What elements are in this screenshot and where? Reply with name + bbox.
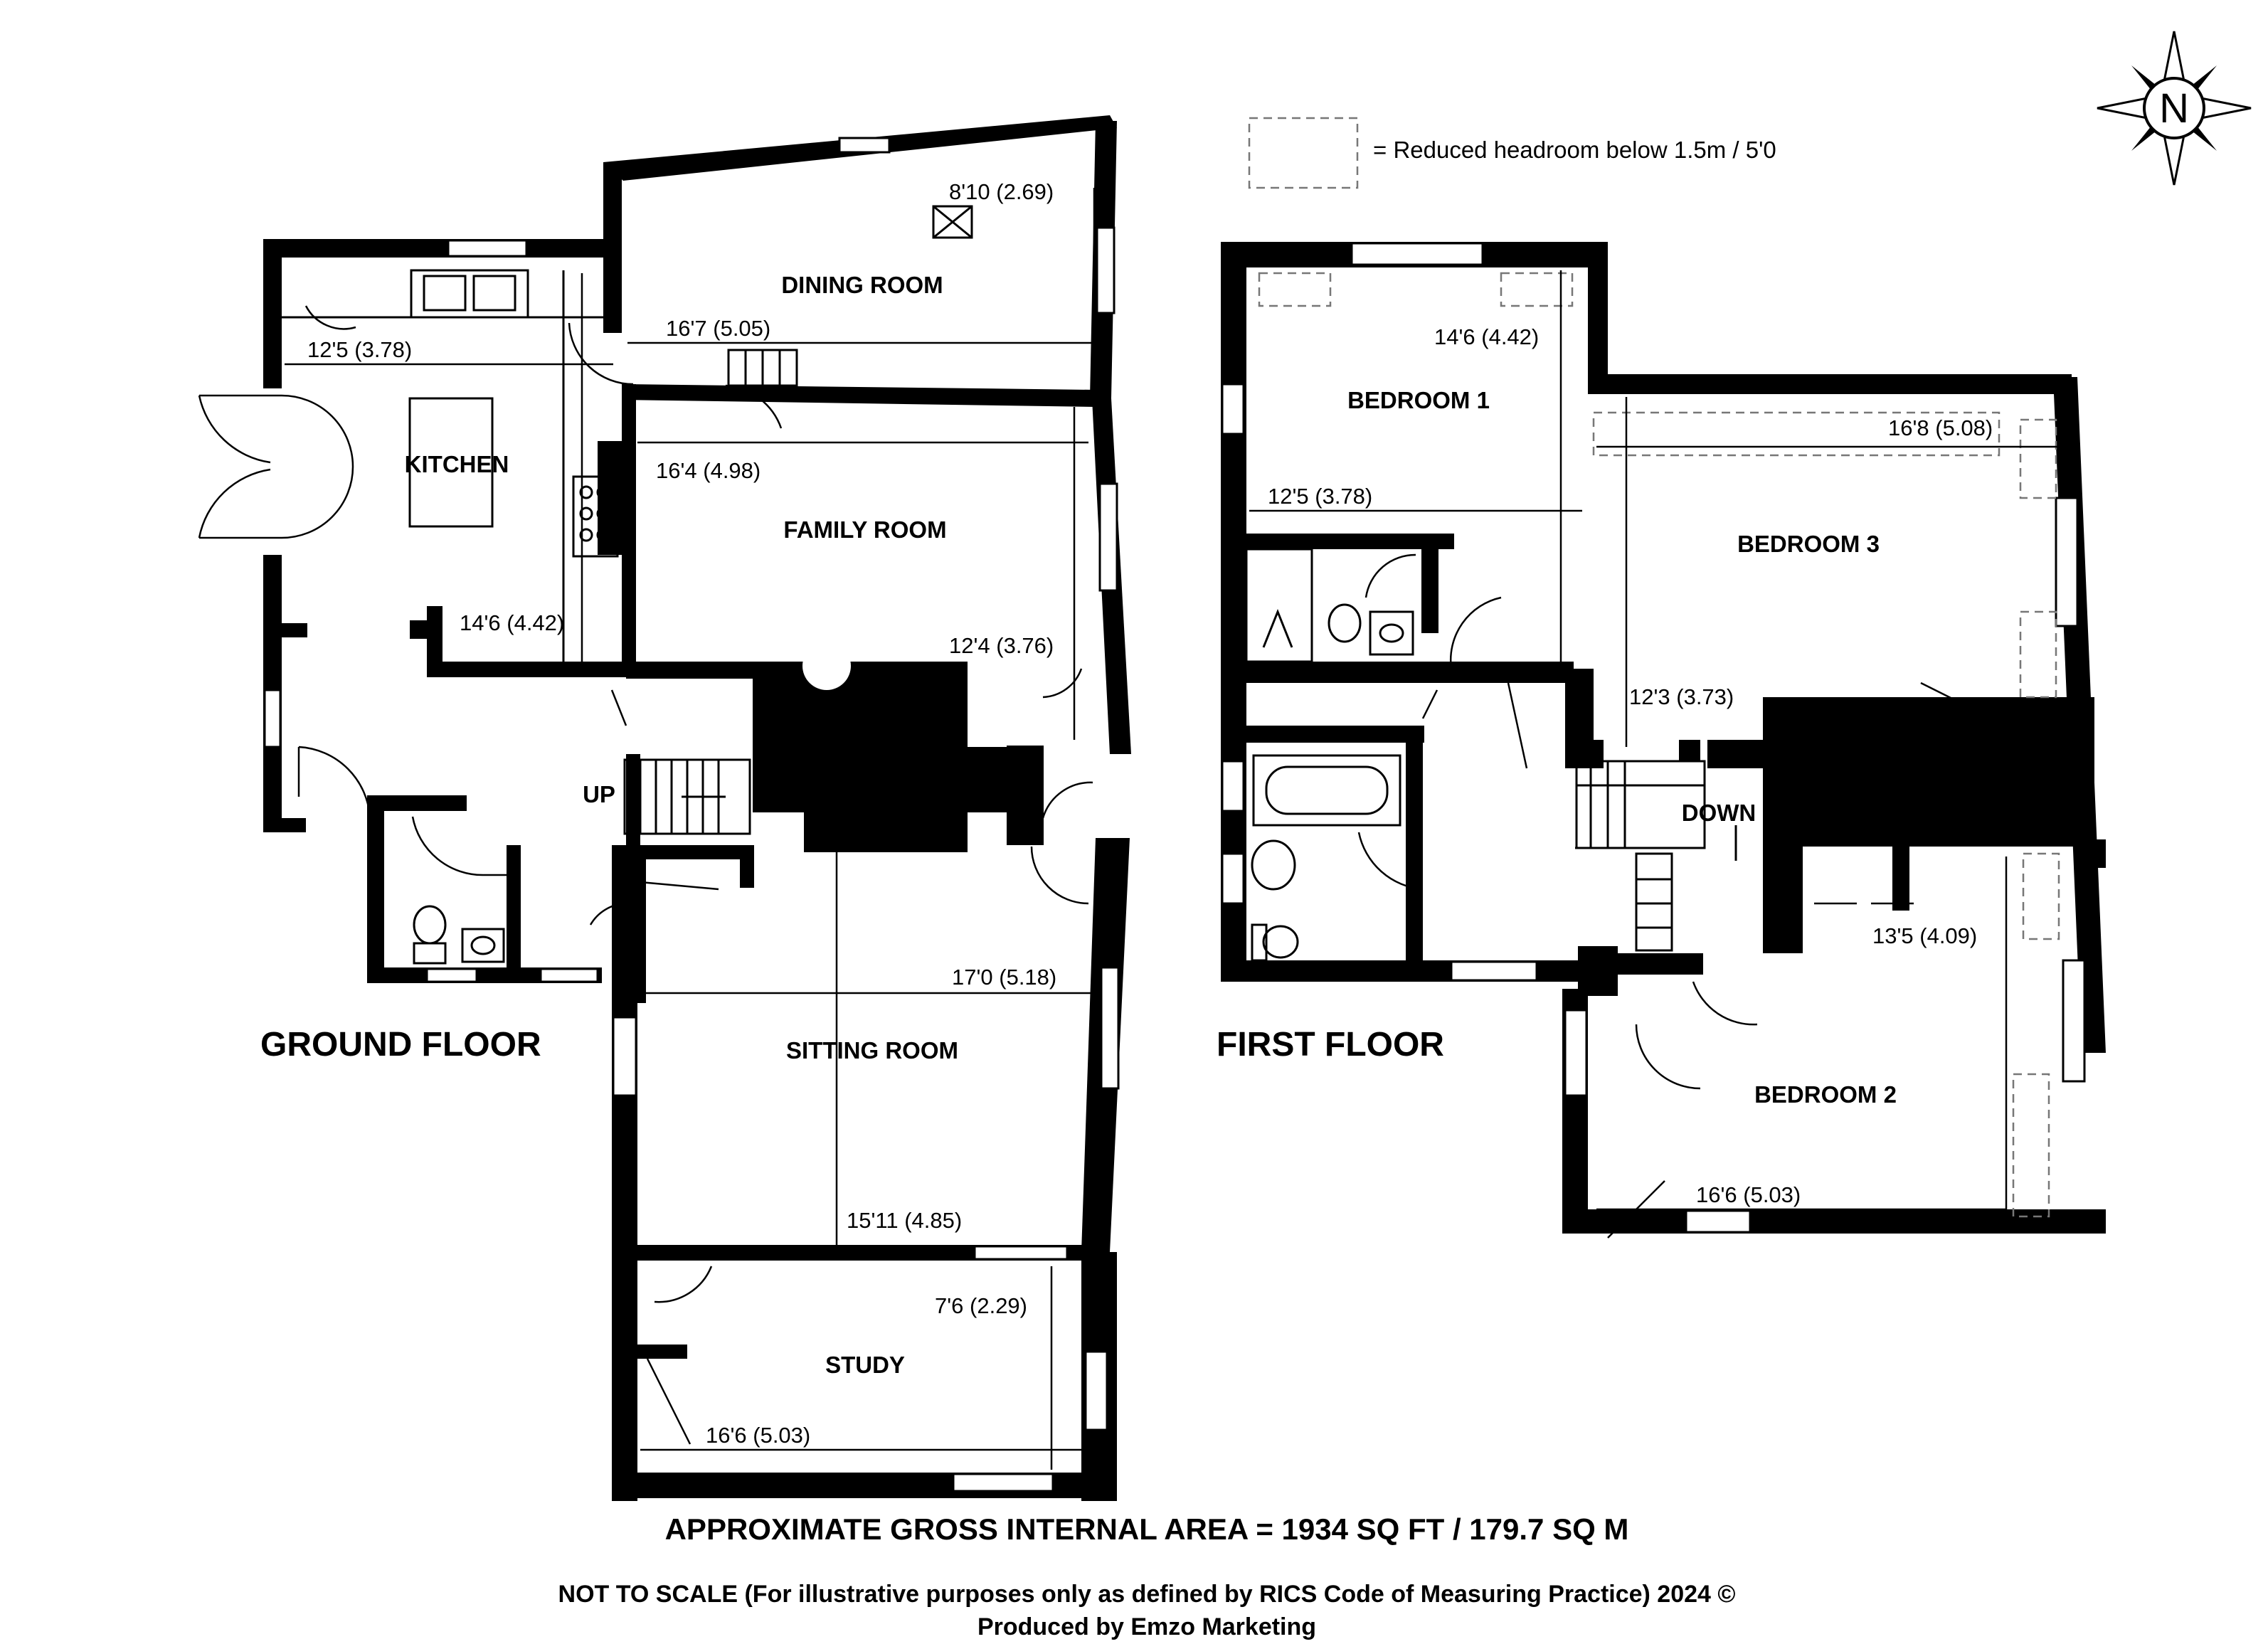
- door-front: [298, 746, 371, 819]
- dim-study-depth: 7'6 (2.29): [935, 1293, 1027, 1318]
- dimension-text: 12'5 (3.78) 14'6 (4.42) 16'7 (5.05) 8'10…: [307, 179, 1993, 1448]
- legend-text: = Reduced headroom below 1.5m / 5'0: [1373, 137, 1776, 163]
- room-bedroom-1: BEDROOM 1: [1347, 387, 1490, 413]
- dim-study-width: 16'6 (5.03): [706, 1423, 810, 1448]
- dim-bed3-depth: 12'3 (3.73): [1629, 684, 1734, 709]
- room-kitchen: KITCHEN: [405, 451, 509, 477]
- toilet-icon: [1262, 925, 1299, 959]
- basin-icon: [461, 928, 505, 963]
- ground-floor-windows: [263, 137, 1120, 1492]
- stairs-down-label: DOWN: [1682, 800, 1756, 826]
- ground-floor-label: GROUND FLOOR: [260, 1026, 541, 1064]
- room-family: FAMILY ROOM: [783, 516, 946, 543]
- dim-sitting-depth: 15'11 (4.85): [847, 1208, 962, 1233]
- disclaimer: NOT TO SCALE (For illustrative purposes …: [558, 1581, 1736, 1608]
- dimension-lines: [285, 188, 2063, 1470]
- stairs-up: [623, 758, 751, 835]
- room-dining: DINING ROOM: [781, 272, 943, 298]
- room-study: STUDY: [825, 1352, 905, 1378]
- door-kitchen-french: [281, 394, 354, 539]
- floor-labels: GROUND FLOOR FIRST FLOOR: [260, 1026, 1444, 1064]
- dim-bed1-depth: 14'6 (4.42): [1434, 324, 1539, 349]
- compass-icon: N: [2097, 31, 2252, 186]
- bath-icon: [1252, 754, 1401, 827]
- dim-bed3-width: 16'8 (5.08): [1888, 415, 1993, 440]
- stairs-up-label: UP: [583, 781, 615, 807]
- reduced-headroom-swatch: [1248, 117, 1359, 189]
- ground-floor-fixtures: [198, 205, 1093, 1445]
- first-floor-walls: [1221, 242, 2106, 1234]
- compass-label: N: [2159, 85, 2189, 132]
- hob-icon: [572, 475, 619, 558]
- room-bedroom-2: BEDROOM 2: [1754, 1081, 1897, 1108]
- dim-kitchen-width: 12'5 (3.78): [307, 337, 412, 362]
- gross-area: APPROXIMATE GROSS INTERNAL AREA = 1934 S…: [665, 1512, 1629, 1546]
- producer: Produced by Emzo Marketing: [977, 1613, 1316, 1640]
- first-floor-label: FIRST FLOOR: [1217, 1026, 1444, 1064]
- dim-bed2-depth: 13'5 (4.09): [1872, 923, 1977, 948]
- basin-icon: [1251, 839, 1296, 891]
- ground-floor-walls: [263, 115, 1131, 1501]
- room-sitting: SITTING ROOM: [786, 1037, 958, 1064]
- dim-kitchen-length: 14'6 (4.42): [460, 610, 564, 635]
- dim-family-width: 16'4 (4.98): [656, 458, 761, 483]
- dim-dining-width: 16'7 (5.05): [666, 316, 770, 341]
- toilet-icon: [413, 905, 447, 945]
- room-labels: KITCHEN DINING ROOM FAMILY ROOM SITTING …: [405, 272, 1897, 1378]
- first-floor-fixtures: [1245, 272, 2060, 1239]
- stairs-down: [1575, 760, 1737, 952]
- kitchen-island: [408, 397, 494, 528]
- dim-bed2-width: 16'6 (5.03): [1696, 1182, 1801, 1207]
- dim-bed1-width: 12'5 (3.78): [1268, 484, 1372, 509]
- legend: = Reduced headroom below 1.5m / 5'0: [1248, 117, 1776, 189]
- skylight-icon: [932, 205, 973, 239]
- dim-sitting-width: 17'0 (5.18): [952, 965, 1056, 990]
- first-floor-windows: [1221, 242, 2086, 1234]
- footer: APPROXIMATE GROSS INTERNAL AREA = 1934 S…: [558, 1512, 1736, 1640]
- dim-dining-depth: 8'10 (2.69): [949, 179, 1054, 204]
- dim-family-depth: 12'4 (3.76): [949, 633, 1054, 658]
- room-bedroom-3: BEDROOM 3: [1737, 531, 1880, 557]
